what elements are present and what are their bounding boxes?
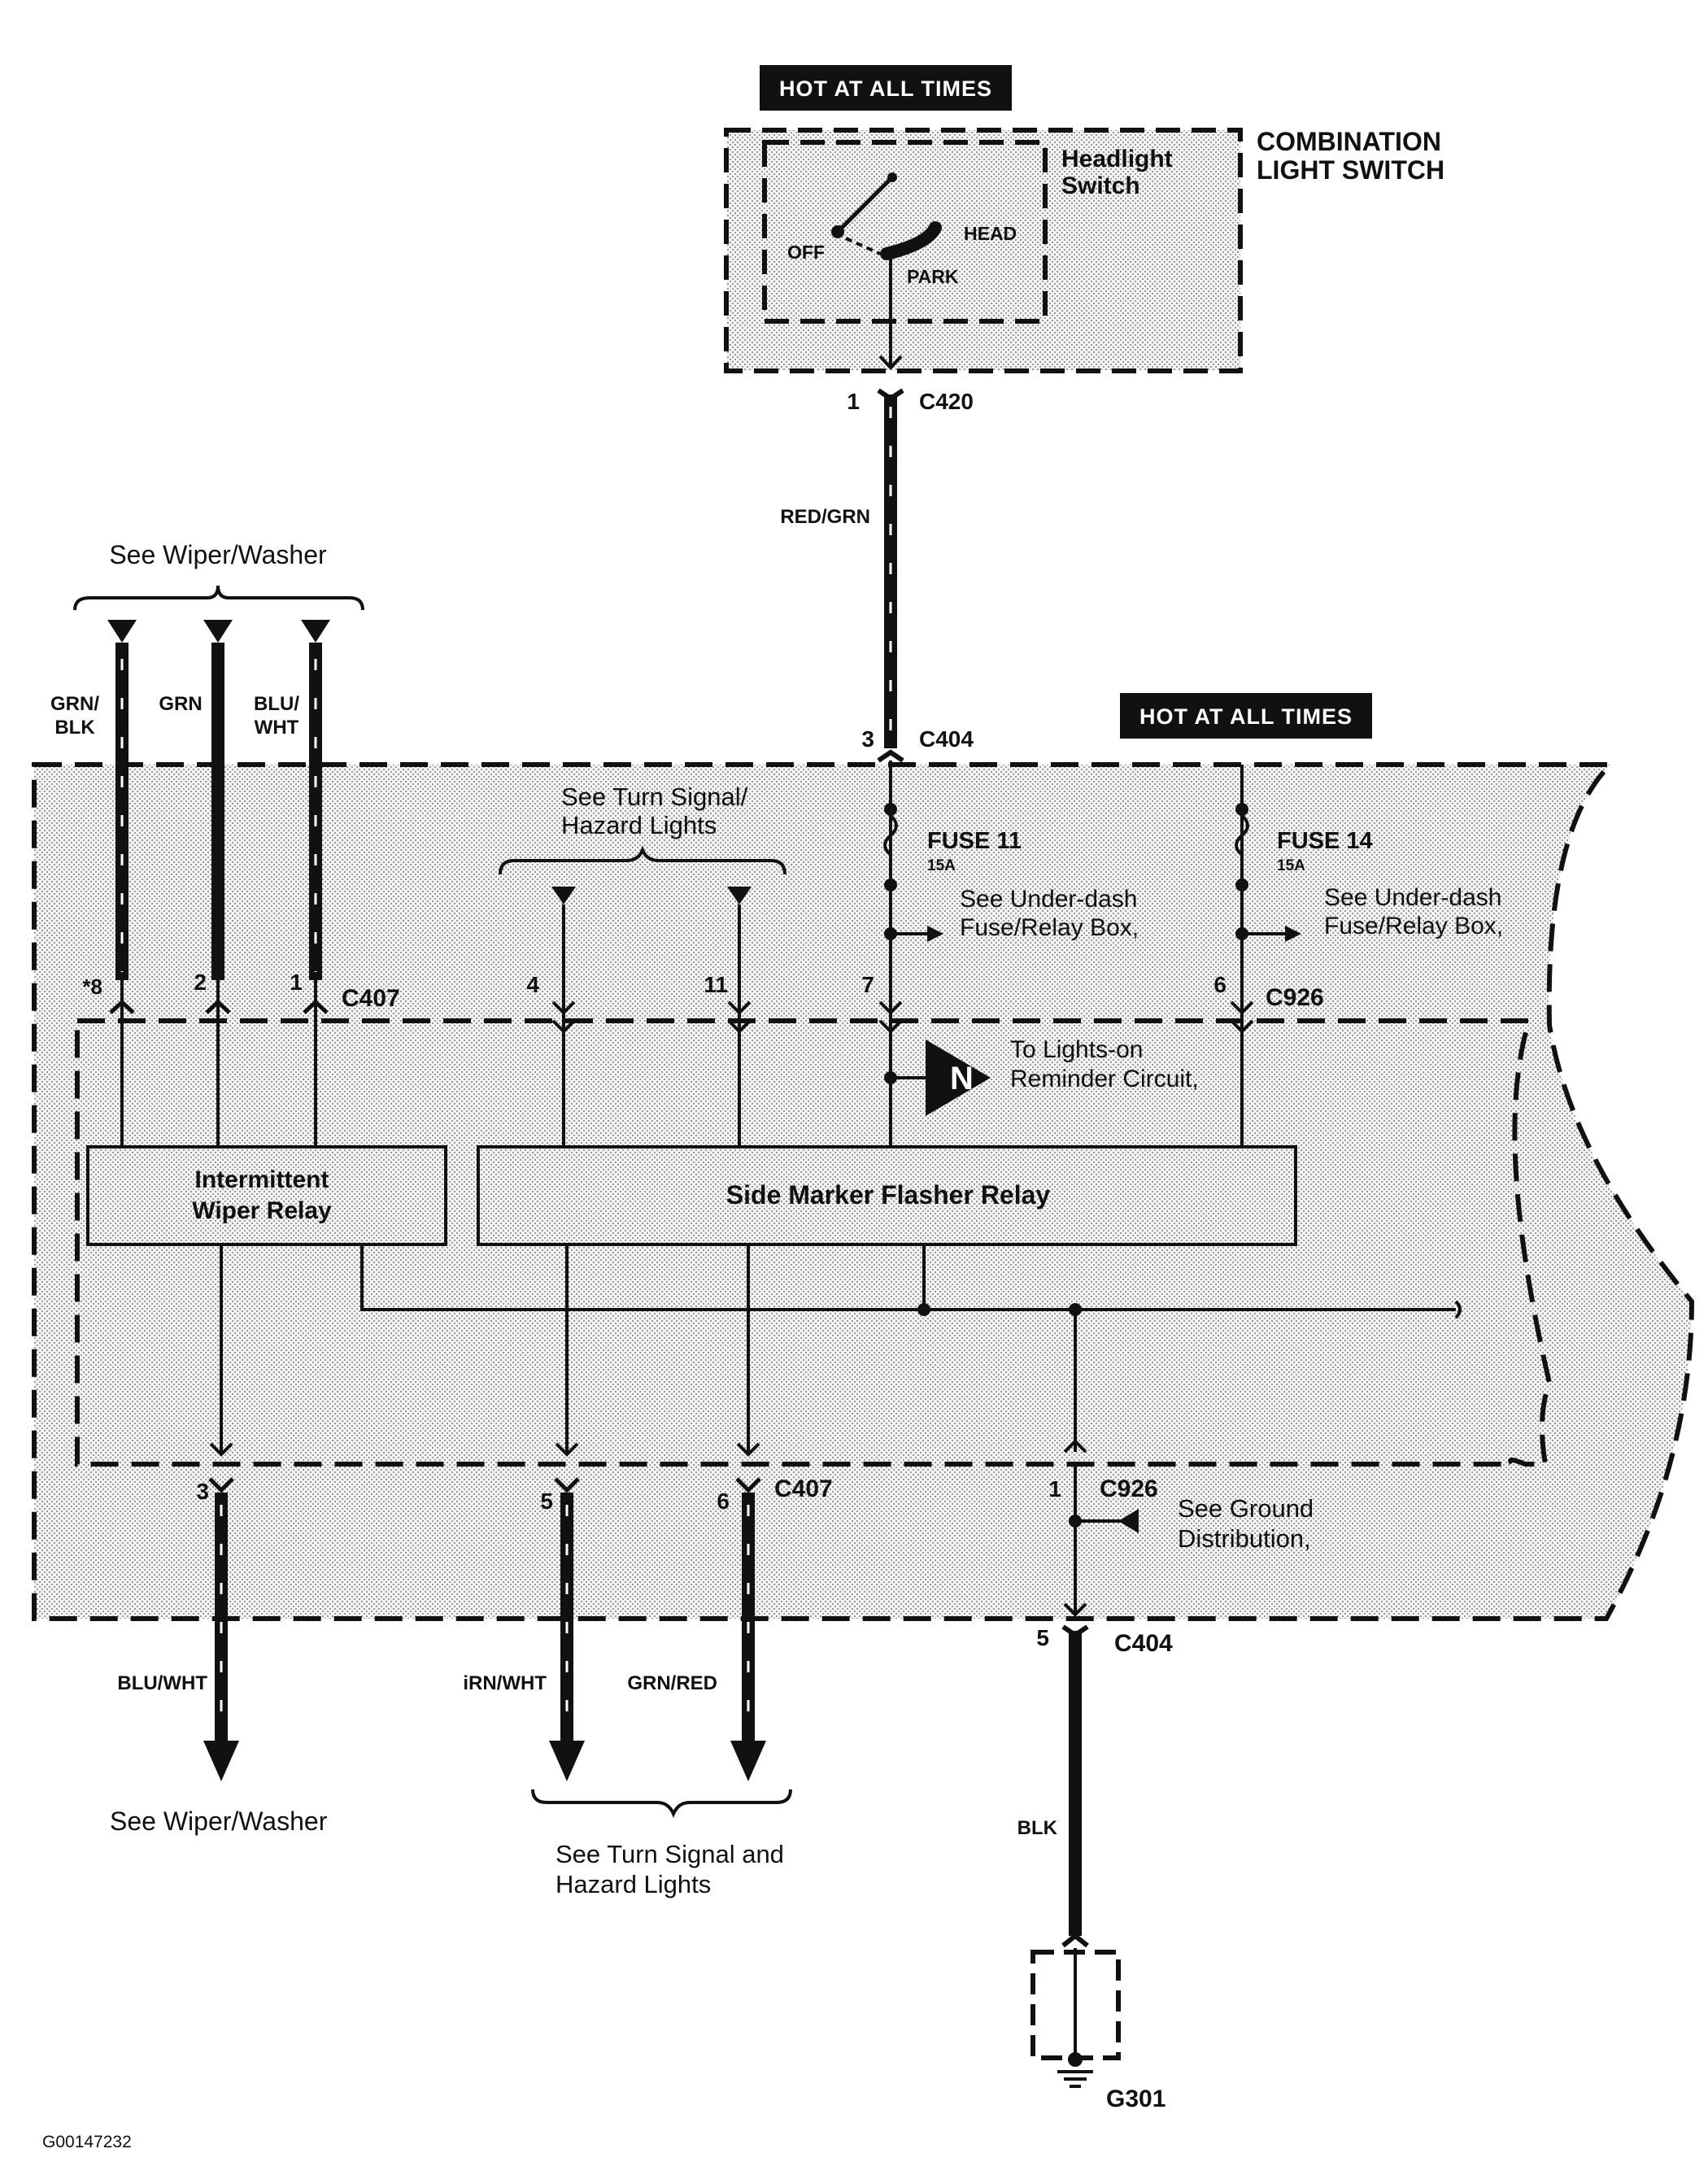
svg-text:3: 3	[196, 1479, 209, 1504]
svg-text:OFF: OFF	[787, 242, 825, 263]
svg-text:6: 6	[717, 1489, 730, 1514]
svg-text:C404: C404	[1114, 1630, 1173, 1657]
hot-badge-top: HOT AT ALL TIMES	[760, 65, 1012, 111]
svg-text:2: 2	[194, 970, 207, 995]
svg-text:RED/GRN: RED/GRN	[780, 506, 870, 528]
svg-text:PARK: PARK	[907, 266, 959, 287]
svg-text:BLU/WHT: BLU/WHT	[117, 1672, 207, 1694]
svg-text:5: 5	[540, 1489, 553, 1514]
svg-text:*8: *8	[82, 974, 102, 999]
svg-text:FUSE 14: FUSE 14	[1277, 828, 1373, 854]
svg-text:1: 1	[1048, 1476, 1061, 1502]
svg-text:11: 11	[704, 972, 728, 997]
svg-text:Hazard Lights: Hazard Lights	[556, 1870, 711, 1898]
svg-text:See Wiper/Washer: See Wiper/Washer	[110, 1807, 328, 1836]
svg-text:LIGHT SWITCH: LIGHT SWITCH	[1257, 155, 1444, 185]
svg-text:See Under-dash: See Under-dash	[960, 886, 1137, 913]
svg-text:15A: 15A	[927, 857, 956, 874]
svg-text:See Ground: See Ground	[1178, 1494, 1314, 1523]
wire-red-grn: 1 C420 RED/GRN 3 C404	[780, 388, 974, 763]
svg-text:See Turn Signal/: See Turn Signal/	[561, 782, 748, 811]
svg-text:GRN/RED: GRN/RED	[627, 1672, 717, 1694]
svg-text:3: 3	[861, 726, 874, 752]
svg-text:HOT AT ALL TIMES: HOT AT ALL TIMES	[1139, 704, 1353, 729]
intermittent-wiper-relay: Intermittent Wiper Relay	[86, 1145, 447, 1246]
switch-contact-arc	[880, 221, 942, 260]
svg-text:C926: C926	[1266, 984, 1324, 1011]
svg-text:Wiper Relay: Wiper Relay	[192, 1197, 332, 1224]
svg-text:Fuse/Relay Box,: Fuse/Relay Box,	[1324, 913, 1503, 939]
side-marker-flasher-relay: Side Marker Flasher Relay	[477, 1145, 1297, 1246]
svg-text:4: 4	[526, 972, 539, 997]
svg-text:FUSE 11: FUSE 11	[927, 828, 1022, 854]
ground-path: See Ground Distribution, 5 C404 BLK G301	[1017, 1464, 1314, 2112]
svg-text:Side Marker Flasher Relay: Side Marker Flasher Relay	[726, 1180, 1051, 1210]
svg-text:C407: C407	[342, 985, 400, 1012]
figure-id: G00147232	[42, 2133, 132, 2151]
svg-text:15A: 15A	[1277, 857, 1305, 874]
svg-text:HEAD: HEAD	[964, 223, 1017, 244]
svg-text:Fuse/Relay Box,: Fuse/Relay Box,	[960, 914, 1139, 941]
svg-text:іRN/WHT: іRN/WHT	[463, 1672, 547, 1694]
svg-text:1: 1	[847, 389, 860, 414]
wiper-wires-top: See Wiper/Washer GRN/ BLK GRN BLU/ WHT *…	[50, 540, 400, 1147]
fuse-11: FUSE 11 15A See Under-dash Fuse/Relay Bo…	[861, 761, 1199, 1147]
internal-ground-bus	[360, 1244, 1462, 1454]
svg-text:Hazard Lights: Hazard Lights	[561, 811, 717, 839]
bottom-wires: 3 5 6 C407 1 C926 BLU/WHT іRN/WHT GRN/RE…	[110, 1475, 1158, 1898]
svg-text:GRN: GRN	[159, 693, 202, 715]
svg-text:N: N	[950, 1061, 974, 1096]
svg-text:Switch: Switch	[1061, 172, 1140, 199]
svg-text:C407: C407	[774, 1475, 833, 1502]
svg-text:G301: G301	[1106, 2086, 1166, 2112]
svg-text:7: 7	[861, 972, 874, 997]
svg-text:BLU/: BLU/	[254, 693, 299, 715]
svg-text:C404: C404	[919, 726, 974, 752]
turn-signal-top: See Turn Signal/ Hazard Lights 4 11	[499, 782, 786, 1147]
svg-text:5: 5	[1036, 1625, 1049, 1650]
svg-text:See Under-dash: See Under-dash	[1324, 884, 1501, 911]
svg-text:COMBINATION: COMBINATION	[1257, 127, 1441, 156]
svg-text:See Wiper/Washer: See Wiper/Washer	[109, 540, 327, 569]
svg-text:BLK: BLK	[1017, 1817, 1058, 1839]
svg-text:Distribution,: Distribution,	[1178, 1524, 1311, 1553]
svg-text:HOT AT ALL TIMES: HOT AT ALL TIMES	[779, 76, 992, 101]
hot-badge-mid: HOT AT ALL TIMES	[1120, 693, 1372, 739]
svg-text:BLK: BLK	[54, 717, 95, 739]
svg-text:Headlight: Headlight	[1061, 146, 1173, 172]
svg-text:GRN/: GRN/	[50, 693, 99, 715]
n-marker-triangle	[926, 1040, 991, 1116]
svg-text:To Lights-on: To Lights-on	[1010, 1036, 1143, 1063]
relay-outputs	[209, 1244, 760, 1457]
svg-text:6: 6	[1213, 972, 1227, 997]
svg-text:Intermittent: Intermittent	[195, 1166, 329, 1193]
svg-text:1: 1	[290, 970, 303, 995]
svg-text:WHT: WHT	[255, 717, 299, 739]
svg-text:See Turn Signal and: See Turn Signal and	[556, 1840, 784, 1868]
svg-text:C420: C420	[919, 389, 974, 414]
combination-light-switch: COMBINATION LIGHT SWITCH Headlight Switc…	[724, 127, 1444, 373]
svg-text:Reminder Circuit,: Reminder Circuit,	[1010, 1066, 1199, 1092]
fuse-14: FUSE 14 15A See Under-dash Fuse/Relay Bo…	[1213, 765, 1503, 1147]
svg-text:C926: C926	[1100, 1475, 1158, 1502]
